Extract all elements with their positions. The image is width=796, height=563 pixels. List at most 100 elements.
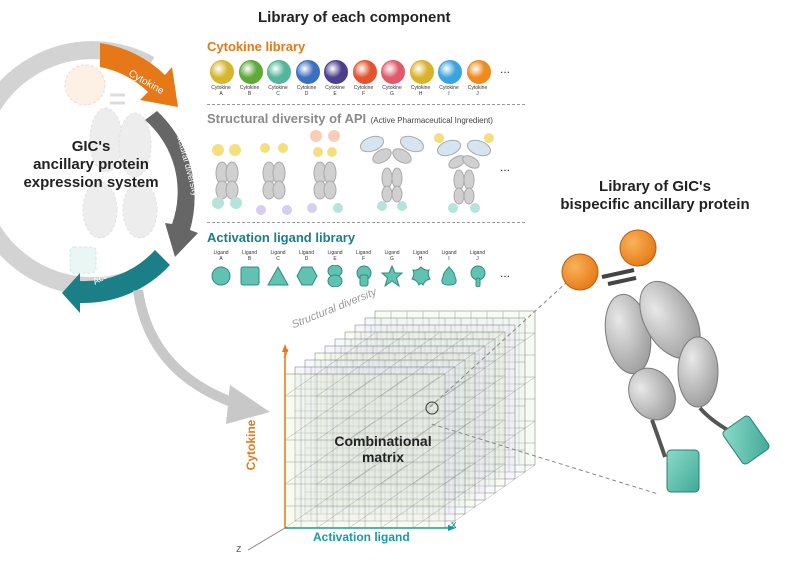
selected-cell-marker xyxy=(425,401,439,415)
domain-lower-right xyxy=(677,336,719,408)
system-title-line2: ancillary protein xyxy=(33,156,149,173)
y-axis-arrow xyxy=(282,344,288,352)
cytokine-ball-i xyxy=(438,60,462,84)
system-title-line3: expression system xyxy=(23,174,159,191)
ligand-shape-h xyxy=(410,265,432,292)
cytokine-arrow xyxy=(100,43,178,107)
expression-system-diagram: Cytokine Structural diversity Activation… xyxy=(0,41,201,313)
matrix-depth-line xyxy=(380,332,472,397)
cytokine-ball-j xyxy=(466,60,491,84)
matrix-depth-line xyxy=(412,464,504,529)
faint-protein-icon xyxy=(64,64,158,274)
flow-arrow xyxy=(133,290,270,424)
ligand-label-f: Ligand F xyxy=(355,250,371,262)
matrix-depth-line xyxy=(284,464,376,529)
ligand-label-e: Ligand E xyxy=(327,250,343,262)
structure-variant-1 xyxy=(212,144,242,209)
ligand-shape-c xyxy=(267,265,289,292)
structure-variant-5 xyxy=(434,133,494,213)
matrix-depth-line xyxy=(284,332,376,397)
cytokine-label-e: Cytokine E xyxy=(325,85,345,97)
bispecific-protein-illustration xyxy=(430,229,770,495)
matrix-depth-line xyxy=(380,420,472,485)
matrix-depth-line xyxy=(316,464,408,529)
matrix-depth-line xyxy=(380,464,472,529)
structural-title-text: Structural diversity of API xyxy=(207,111,367,126)
ligand-shape-j xyxy=(467,265,489,292)
matrix-depth-line xyxy=(444,420,536,485)
ligand-shape-i xyxy=(438,265,460,292)
cytokine-label-h: Cytokine H xyxy=(410,85,431,97)
bispecific-title-line2: bispecific ancillary protein xyxy=(560,196,750,213)
cytokine-ball-c xyxy=(267,60,291,84)
structural-ellipsis: ... xyxy=(500,160,511,174)
matrix-depth-line xyxy=(348,376,440,441)
ring-background xyxy=(0,41,155,296)
cytokine-ellipsis: ... xyxy=(500,62,511,76)
cytokine-label-c: Cytokine C xyxy=(268,85,288,97)
system-title: GIC's ancillary protein expression syste… xyxy=(6,138,176,192)
axis-z-letter: z xyxy=(236,543,242,555)
cytokine-label-d: Cytokine D xyxy=(296,85,317,97)
ligand-label-c: Ligand C xyxy=(270,250,286,262)
cytokine-ball-g xyxy=(381,60,405,84)
structural-variants xyxy=(212,130,494,215)
cytokine-ball-h xyxy=(409,60,434,84)
x-axis-arrow xyxy=(448,525,456,531)
structure-variant-2 xyxy=(256,143,292,215)
cytokine-ball-top xyxy=(619,229,657,267)
structure-variant-4 xyxy=(359,135,425,211)
ligand-label-b: Ligand B xyxy=(241,250,257,262)
cytokine-label-a: Cytokine A xyxy=(211,85,231,97)
cytokine-library-title: Cytokine library xyxy=(207,39,306,54)
matrix-depth-line xyxy=(444,464,536,529)
cytokine-ball-left xyxy=(561,253,599,291)
matrix-depth-line xyxy=(316,332,408,397)
ligand-shape-a xyxy=(210,265,232,292)
matrix-label-line1: Combinational xyxy=(334,433,432,449)
ligand-arrow xyxy=(62,250,170,313)
ligand-label-j: Ligand J xyxy=(469,250,485,262)
structural-subtitle: (Active Pharmaceutical Ingredient) xyxy=(370,116,493,125)
cytokine-label-j: Cytokine J xyxy=(467,85,488,97)
bispecific-title-line1: Library of GIC's xyxy=(599,178,711,195)
ligand-library-title: Activation ligand library xyxy=(207,230,356,245)
matrix-depth-line xyxy=(284,376,376,441)
matrix-depth-line xyxy=(284,420,376,485)
ligand-label-g: Ligand G xyxy=(384,250,400,262)
main-title: Library of each component xyxy=(258,9,451,26)
divider-1 xyxy=(207,104,525,105)
bispecific-title: Library of GIC's bispecific ancillary pr… xyxy=(545,178,765,214)
matrix-depth-line xyxy=(316,376,408,441)
matrix-depth-line xyxy=(412,332,504,397)
matrix-depth-line xyxy=(316,420,408,485)
domain-lower-left xyxy=(628,367,676,421)
ligand-block-right xyxy=(722,415,770,465)
z-axis xyxy=(247,527,286,551)
axis-x-letter: x xyxy=(451,519,457,531)
axis-x-title: Activation ligand xyxy=(313,530,410,544)
cytokine-label-i: Cytokine I xyxy=(439,85,459,97)
ligand-shape-f xyxy=(353,265,375,292)
system-title-line1: GIC's xyxy=(71,138,111,155)
divider-2 xyxy=(207,222,525,223)
ligand-ellipsis: ... xyxy=(500,266,511,280)
matrix-depth-line xyxy=(412,420,504,485)
structure-variant-3 xyxy=(307,130,343,213)
matrix-depth-line xyxy=(348,420,440,485)
combinational-matrix xyxy=(247,310,536,551)
matrix-depth-line xyxy=(444,376,536,441)
cytokine-label-g: Cytokine G xyxy=(382,85,402,97)
ligand-block-left xyxy=(666,449,700,493)
ligand-shape-b xyxy=(239,265,261,292)
ligand-label-i: Ligand I xyxy=(441,250,457,262)
cytokine-ball-b xyxy=(238,60,263,84)
axis-y-letter: y xyxy=(283,346,289,358)
cytokine-ball-e xyxy=(324,60,348,84)
matrix-label: Combinational matrix xyxy=(318,433,448,465)
matrix-depth-line xyxy=(348,464,440,529)
ligand-label-d: Ligand D xyxy=(298,250,314,262)
structural-library-title: Structural diversity of API (Active Phar… xyxy=(207,110,493,128)
